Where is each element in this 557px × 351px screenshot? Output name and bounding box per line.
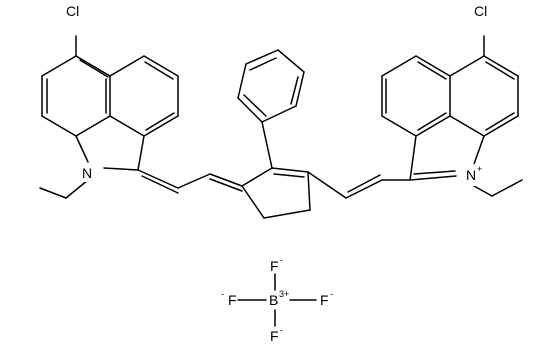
left-nitrogen-label: N — [82, 165, 92, 181]
fluorine-left-label: F — [228, 292, 237, 308]
left-naphthoindole — [39, 35, 243, 199]
central-cyclopentene — [237, 49, 311, 219]
tetrafluoroborate-bonds — [237, 273, 317, 327]
fluorine-top-charge: - — [280, 255, 283, 265]
fluorine-left-charge: - — [221, 289, 224, 299]
fluorine-bottom-label: F — [270, 328, 279, 344]
right-chloro-label: Cl — [474, 3, 487, 19]
bond-lines — [39, 35, 523, 327]
right-naphthoindolium — [307, 35, 523, 199]
fluorine-bottom-charge: - — [280, 325, 283, 335]
fluorine-right-charge: - — [330, 289, 333, 299]
right-nitrogen-label: N — [466, 167, 476, 183]
boron-label: B — [269, 292, 278, 308]
fluorine-right-label: F — [320, 292, 329, 308]
left-chloro-label: Cl — [66, 3, 79, 19]
right-nitrogen-charge: + — [477, 164, 482, 174]
atom-labels: Cl N Cl N + B 3+ F - F - F - F - — [66, 0, 496, 344]
fluorine-top-label: F — [270, 258, 279, 274]
boron-charge: 3+ — [279, 289, 289, 299]
